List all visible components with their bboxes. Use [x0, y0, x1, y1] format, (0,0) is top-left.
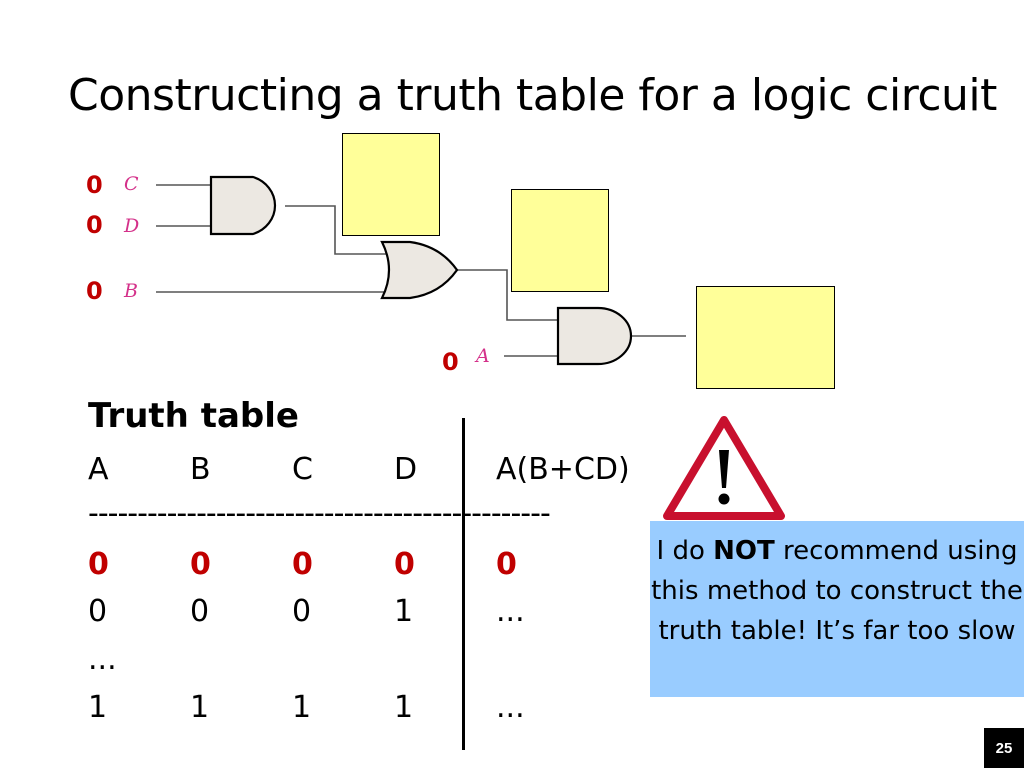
or-gate	[380, 240, 459, 300]
input-b-label: B	[124, 280, 138, 302]
input-a-label: A	[476, 345, 490, 367]
final-output-box	[696, 286, 835, 389]
table-cell: 0	[394, 547, 415, 582]
table-cell: 1	[394, 594, 414, 629]
warning-triangle-icon	[663, 416, 785, 520]
or-gate-output-box	[511, 189, 609, 292]
page-number: 25	[984, 728, 1024, 768]
circuit-wires	[156, 184, 686, 357]
table-cell: 1	[394, 690, 414, 725]
table-separator: ----------------------------------------…	[88, 496, 551, 531]
note-text-pre: I do	[656, 536, 714, 566]
table-cell: 0	[292, 547, 313, 582]
column-header-d: D	[394, 452, 418, 487]
input-d-label: D	[124, 215, 140, 237]
table-cell: 0	[88, 594, 108, 629]
input-c-label: C	[124, 173, 139, 195]
column-header-c: C	[292, 452, 313, 487]
table-divider-line	[462, 418, 465, 750]
column-header-b: B	[190, 452, 211, 487]
table-cell: 0	[190, 594, 210, 629]
input-d-value: 0	[86, 211, 103, 239]
input-a-value: 0	[442, 348, 459, 376]
table-cell: ...	[88, 642, 117, 677]
note-text-post: recommend using this method to construct…	[651, 536, 1023, 646]
table-cell: ...	[496, 690, 525, 725]
and-gate-2	[556, 306, 633, 366]
table-cell: ...	[496, 594, 525, 629]
table-cell: 1	[88, 690, 108, 725]
input-c-value: 0	[86, 171, 103, 199]
recommendation-note: I do NOT recommend using this method to …	[650, 521, 1024, 697]
and-gate-1	[209, 175, 277, 236]
slide-title: Constructing a truth table for a logic c…	[68, 70, 997, 121]
column-header-output: A(B+CD)	[496, 452, 630, 487]
table-cell: 0	[190, 547, 211, 582]
table-cell: 0	[496, 547, 517, 582]
table-cell: 0	[292, 594, 312, 629]
and-gate-1-output-box	[342, 133, 440, 236]
truth-table-heading: Truth table	[88, 396, 299, 436]
table-cell: 0	[88, 547, 109, 582]
column-header-a: A	[88, 452, 109, 487]
table-cell: 1	[292, 690, 312, 725]
note-emphasis: NOT	[713, 536, 775, 566]
table-cell: 1	[190, 690, 210, 725]
logic-circuit-diagram	[156, 175, 686, 366]
input-b-value: 0	[86, 277, 103, 305]
